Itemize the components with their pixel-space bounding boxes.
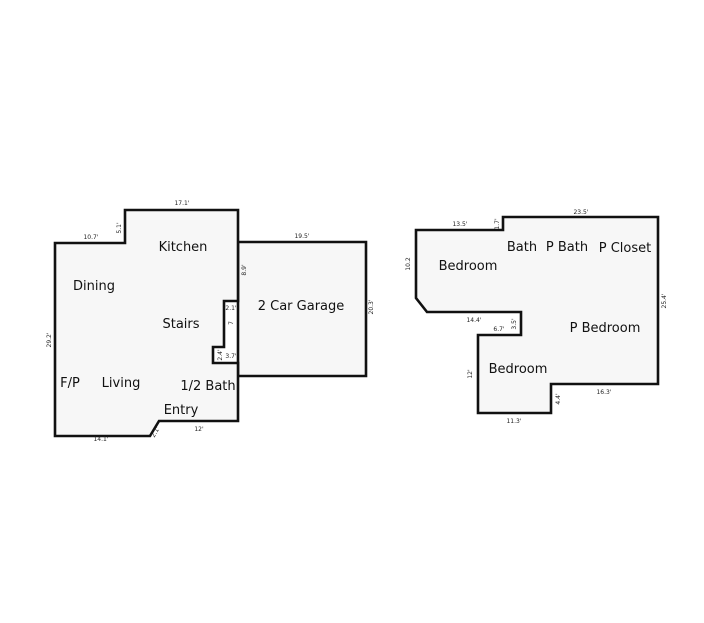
room-label-garage: 2 Car Garage [258,299,345,314]
dim-stair-jog: 2.1' [225,305,237,312]
dim-upper-bottom-step: 4.4' [555,393,562,405]
dim-upper-bottom-right: 16.3' [596,389,611,396]
dim-bath-jog-a: 3.7' [225,353,237,360]
dim-stair-run: 7 [228,321,235,325]
dim-left-side: 29.2' [46,332,53,347]
dim-upper-right-side: 25.4' [661,293,668,308]
room-label-kitchen: Kitchen [159,240,208,255]
dim-top-kitchen: 17.1' [174,200,189,207]
dim-step: 5.1' [116,222,123,234]
upper-level-plan: Bath P Bath P Closet Bedroom P Bedroom B… [405,209,668,425]
main-house-outline [53,208,240,438]
room-label-bedroom-a: Bedroom [439,259,498,274]
dim-bottom-left: 14.1' [93,436,108,443]
upper-level-outline [414,215,660,415]
dim-upper-top-left: 13.5' [452,221,467,228]
dim-bottom-right: 12' [194,426,204,433]
dim-upper-notch-height: 3.5' [511,318,518,330]
dim-upper-bottom: 11.3' [506,418,521,425]
dim-upper-top-right: 23.5' [573,209,588,216]
room-label-bedroom-b: Bedroom [489,362,548,377]
dim-stair-side: 8.9' [241,264,248,276]
dim-top-left: 10.7' [83,234,98,241]
dim-upper-notch-width: 14.4' [466,317,481,324]
room-label-p-bath: P Bath [546,240,588,255]
room-label-entry: Entry [164,403,199,418]
room-label-living: Living [102,376,141,391]
dim-upper-notch-jog: 6.7' [493,326,505,333]
dim-upper-lower-left-side: 12' [467,369,474,379]
dim-garage-side: 20.3' [368,299,375,314]
room-label-stairs: Stairs [162,317,199,332]
room-label-half-bath: 1/2 Bath [180,379,235,394]
dim-bath-jog-b: 2.4' [217,349,224,361]
dim-upper-step: 1.7' [494,218,501,230]
room-label-fireplace: F/P [60,376,80,391]
lower-level-plan: Kitchen Dining Stairs 2 Car Garage F/P L… [46,200,375,443]
garage-outline [236,240,368,378]
dim-corner: 2.1' [150,425,162,438]
dim-upper-left-side: 10.2 [405,257,412,271]
room-label-p-closet: P Closet [599,241,651,256]
room-label-dining: Dining [73,279,115,294]
dim-garage-top: 19.5' [294,233,309,240]
room-label-p-bedroom: P Bedroom [570,321,641,336]
room-label-bath: Bath [507,240,537,255]
